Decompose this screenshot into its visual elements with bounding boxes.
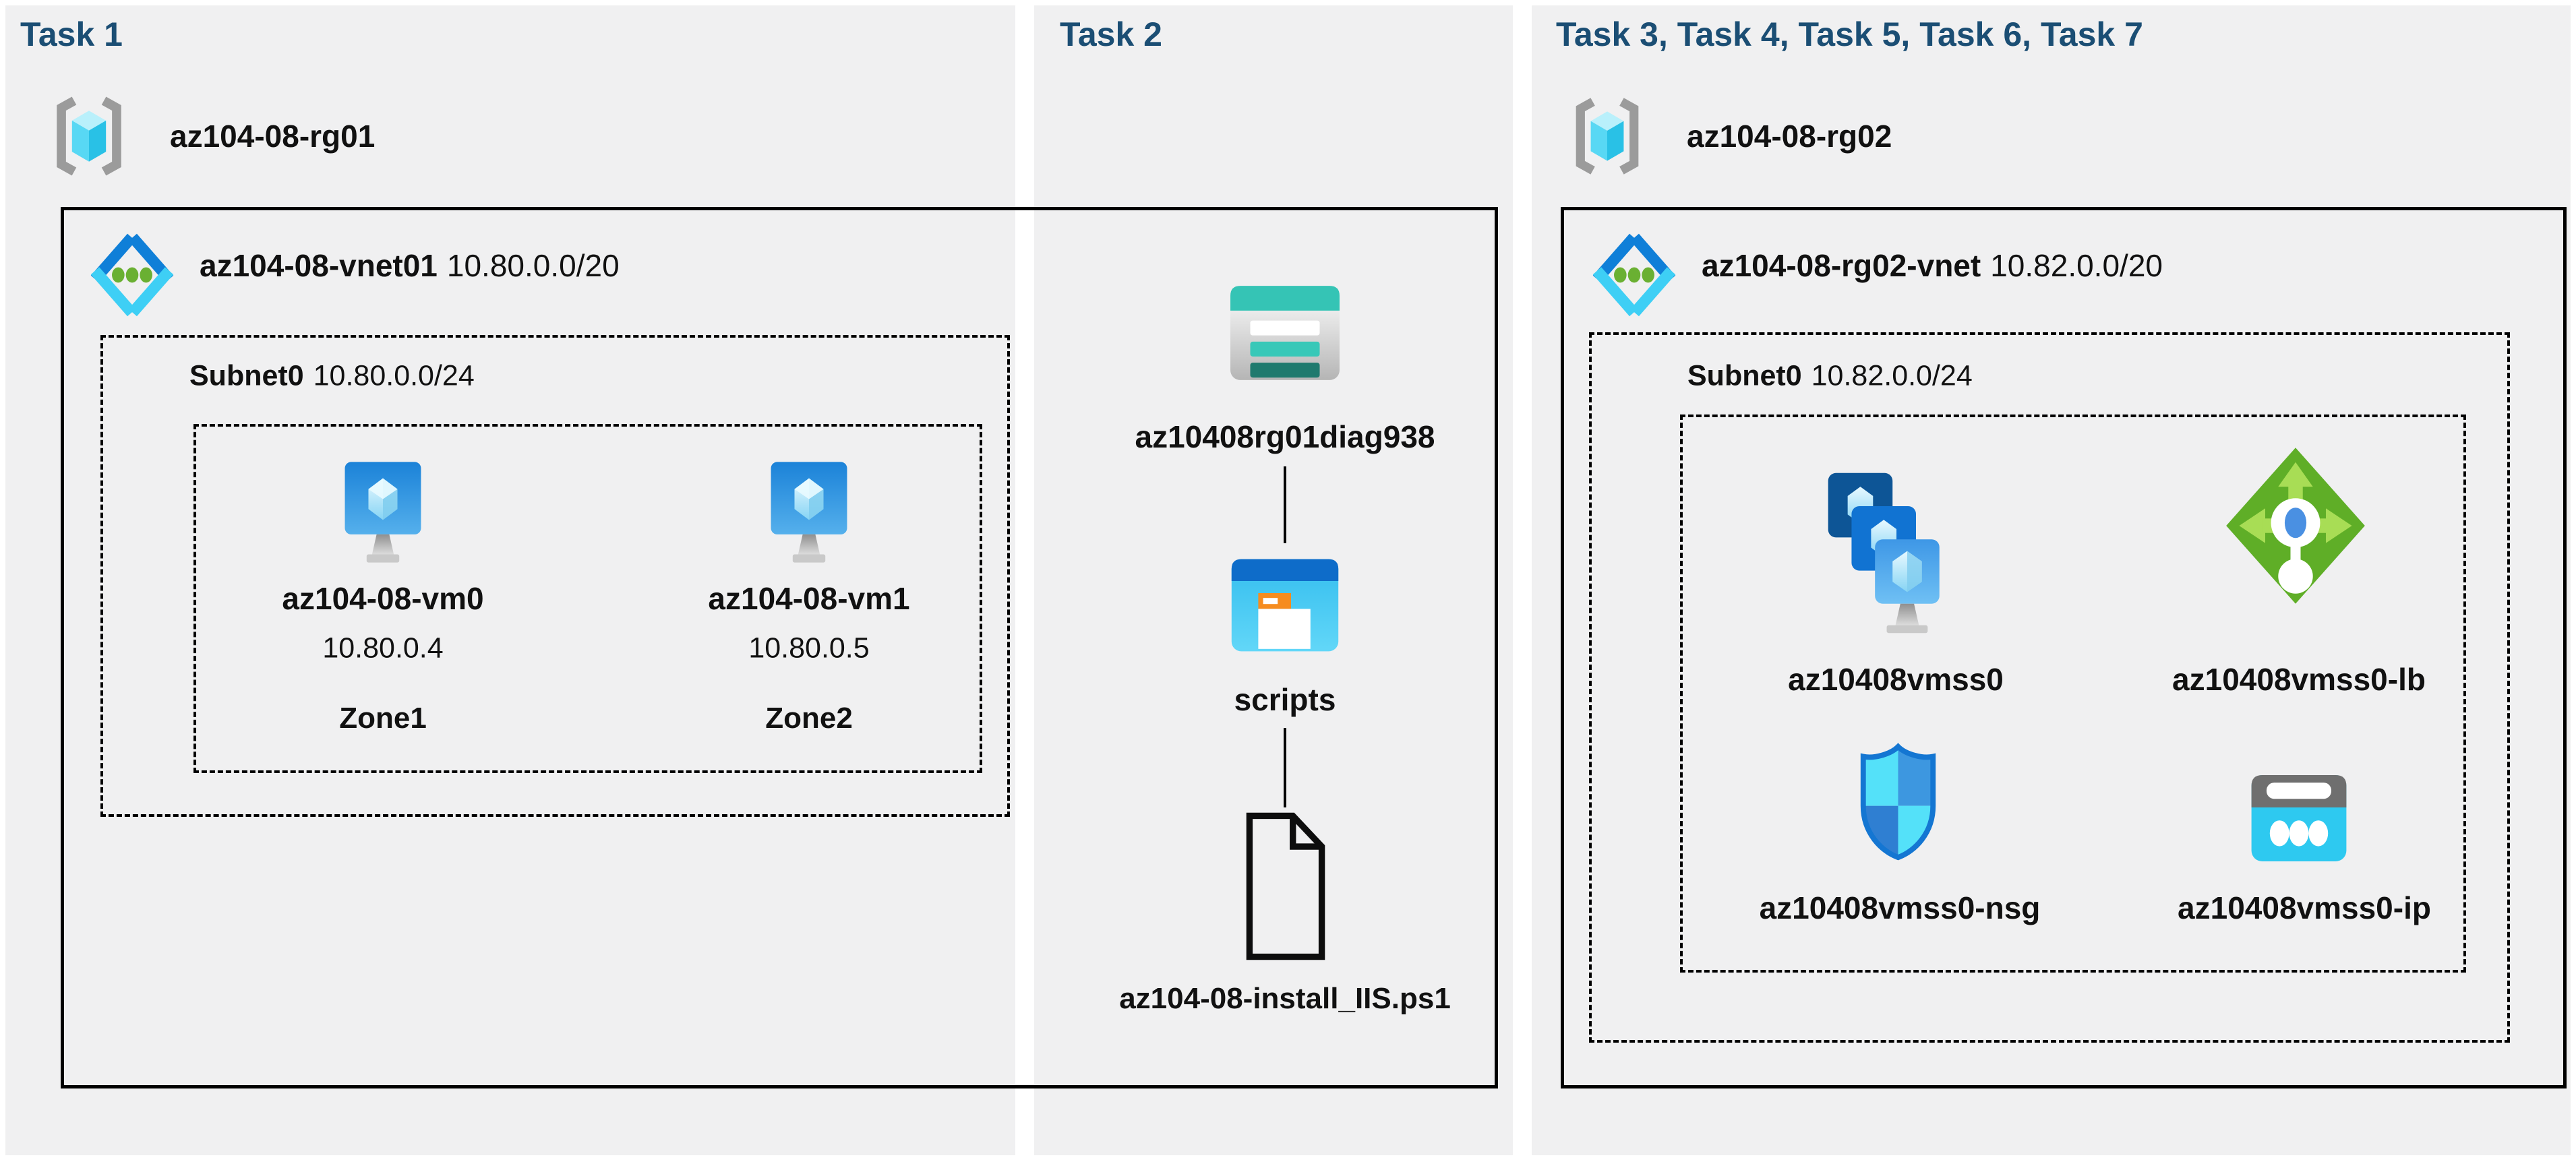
- subnet1-name: Subnet0: [189, 359, 304, 392]
- task3-panel: [1532, 5, 2571, 1155]
- task2-title: Task 2: [1060, 16, 1162, 53]
- storage-account-label: az10408rg01diag938: [1135, 419, 1435, 454]
- vm1-name: az104-08-vm1: [708, 581, 910, 616]
- vmss-group-boundary: [1680, 415, 2466, 973]
- vm0-zone: Zone1: [339, 702, 427, 735]
- public-ip-label: az10408vmss0-ip: [2178, 890, 2431, 925]
- vm-scale-set-icon: [1822, 456, 1953, 670]
- resource-group-icon: [1569, 94, 1645, 179]
- blob-container-label: scripts: [1234, 682, 1336, 717]
- vnet-label: az104-08-rg02-vnet 10.82.0.0/20: [1702, 247, 2163, 284]
- vnet-name: az104-08-rg02-vnet: [1702, 248, 1981, 283]
- vnet1-boundary: [61, 207, 1498, 1088]
- nsg-icon: [1853, 738, 1944, 866]
- task1-panel: [5, 5, 1015, 1155]
- resource-group-label: az104-08-rg02: [1687, 119, 1892, 154]
- vnet-cidr: 10.80.0.0/20: [446, 248, 620, 283]
- subnet1-boundary: [100, 335, 1010, 817]
- storage-account-icon: [1223, 271, 1347, 395]
- vm-icon: [763, 458, 855, 569]
- vm-icon: [337, 458, 429, 569]
- task3-title: Task 3, Task 4, Task 5, Task 6, Task 7: [1556, 16, 2143, 53]
- task1-title: Task 1: [20, 16, 123, 53]
- subnet2-boundary: [1589, 332, 2510, 1043]
- subnet2-cidr: 10.82.0.0/24: [1811, 359, 1973, 392]
- public-ip-icon: [2245, 765, 2353, 871]
- subnet2-label: Subnet0 10.82.0.0/24: [1687, 360, 1973, 393]
- vm0-name: az104-08-vm0: [282, 581, 484, 616]
- vnet-icon: [1592, 233, 1676, 317]
- vnet-name: az104-08-vnet01: [200, 248, 438, 283]
- resource-group-label: az104-08-rg01: [170, 119, 376, 154]
- load-balancer-icon: [2221, 445, 2370, 607]
- load-balancer-label: az10408vmss0-lb: [2172, 662, 2426, 697]
- vm1-ip: 10.80.0.5: [748, 632, 870, 665]
- blob-container-icon: [1223, 545, 1347, 666]
- vmss-label: az10408vmss0: [1788, 662, 2004, 697]
- vnet2-boundary: [1561, 207, 2567, 1088]
- subnet1-cidr: 10.80.0.0/24: [313, 359, 475, 392]
- connector-scripts-file: [1284, 728, 1286, 807]
- connector-storage-scripts: [1284, 466, 1286, 543]
- subnet2-name: Subnet0: [1687, 359, 1802, 392]
- resource-group-icon: [49, 94, 129, 179]
- vnet-icon: [90, 233, 174, 317]
- vm0-ip: 10.80.0.4: [322, 632, 444, 665]
- script-file-label: az104-08-install_IIS.ps1: [1119, 982, 1451, 1015]
- zones-boundary: [193, 424, 982, 773]
- vnet-cidr: 10.82.0.0/20: [1990, 248, 2163, 283]
- vm1-zone: Zone2: [765, 702, 853, 735]
- file-icon: [1240, 810, 1331, 962]
- subnet1-label: Subnet0 10.80.0.0/24: [189, 360, 475, 393]
- nsg-label: az10408vmss0-nsg: [1759, 890, 2041, 925]
